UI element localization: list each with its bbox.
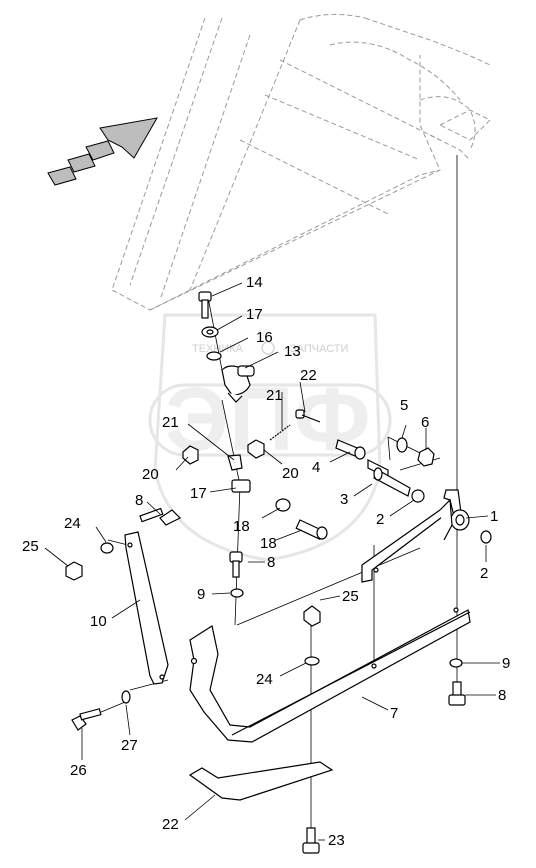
washer-24-mid [304, 656, 320, 666]
callout-leaders [44, 282, 500, 841]
callout-20-top: 22 [300, 367, 317, 384]
nut-19-left [182, 445, 199, 465]
bushing-2-left [411, 489, 425, 503]
callout-2-right: 2 [480, 565, 488, 582]
callout-25-left: 25 [22, 538, 39, 555]
switch-13 [221, 365, 255, 403]
pin-20-top [295, 409, 321, 423]
shaft-3 [367, 459, 411, 497]
callout-14: 14 [246, 274, 263, 291]
callout-5: 5 [400, 397, 408, 414]
bolt-8-right [448, 681, 466, 706]
callout-9-right: 9 [502, 655, 510, 672]
washer-16 [206, 351, 222, 361]
washer-9-right [449, 658, 463, 668]
skid-plate-7 [189, 607, 471, 743]
callout-10: 10 [90, 613, 107, 630]
callout-17: 17 [190, 485, 207, 502]
lever-1 [443, 489, 470, 531]
callout-2-left: 2 [376, 511, 384, 528]
machine-frame [111, 13, 491, 311]
bolt-26 [71, 708, 102, 731]
callout-20-left: 21 [162, 414, 179, 431]
washer-9-left [230, 588, 244, 598]
callout-1: 1 [490, 508, 498, 525]
direction-arrow [47, 117, 158, 186]
bolt-14 [198, 291, 212, 319]
guard-plate-22 [188, 761, 334, 801]
parts [65, 291, 492, 854]
nut-6 [417, 447, 435, 467]
callout-8-right: 8 [498, 687, 506, 704]
watermark-right-word: ЗАПЧАСТИ [290, 343, 348, 355]
callout-6: 6 [421, 414, 429, 431]
nut-25-mid [303, 605, 321, 627]
callout-8-mid: 8 [267, 554, 275, 571]
callout-22: 22 [162, 816, 179, 833]
washer-24-left [100, 542, 114, 554]
callout-9-left: 9 [197, 586, 205, 603]
bracket-17 [231, 479, 251, 493]
callout-15-top: 17 [246, 306, 263, 323]
callout-15-lower: 18 [233, 518, 250, 535]
callout-7: 7 [390, 705, 398, 722]
callout-26: 26 [70, 762, 87, 779]
washer-5 [396, 437, 408, 453]
callout-8-top: 8 [135, 492, 143, 509]
callout-27: 27 [121, 737, 138, 754]
callout-24-mid: 24 [256, 671, 273, 688]
callout-21: 21 [266, 387, 283, 404]
callout-23: 23 [328, 832, 345, 849]
watermark: ЭПФ ТЕХНИКА ЗАПЧАСТИ [148, 313, 392, 562]
callout-4: 4 [312, 459, 320, 476]
bushing-2-right [480, 530, 492, 544]
bolt-8-mid [229, 551, 243, 578]
mounting-bracket [361, 498, 453, 583]
callout-16: 16 [256, 329, 273, 346]
nut-25-left [65, 561, 83, 581]
callout-19-right: 20 [282, 465, 299, 482]
callout-3: 3 [340, 491, 348, 508]
nut-19-right [247, 439, 265, 459]
bolt-4 [335, 439, 366, 460]
callout-25-mid: 25 [342, 588, 359, 605]
bolt-23 [302, 827, 320, 854]
washer-27 [121, 690, 131, 704]
washer-15-hole [206, 329, 214, 335]
strut-10 [124, 531, 169, 685]
callout-13: 13 [284, 343, 301, 360]
clip-20-left [227, 454, 243, 471]
callout-labels: 14 17 16 13 22 21 21 20 20 17 18 18 4 3 … [22, 274, 510, 849]
bolt-18 [295, 519, 328, 540]
callout-24-left: 24 [64, 515, 81, 532]
callout-19-left: 20 [142, 466, 159, 483]
spring-21 [269, 424, 291, 441]
callout-18: 18 [260, 535, 277, 552]
